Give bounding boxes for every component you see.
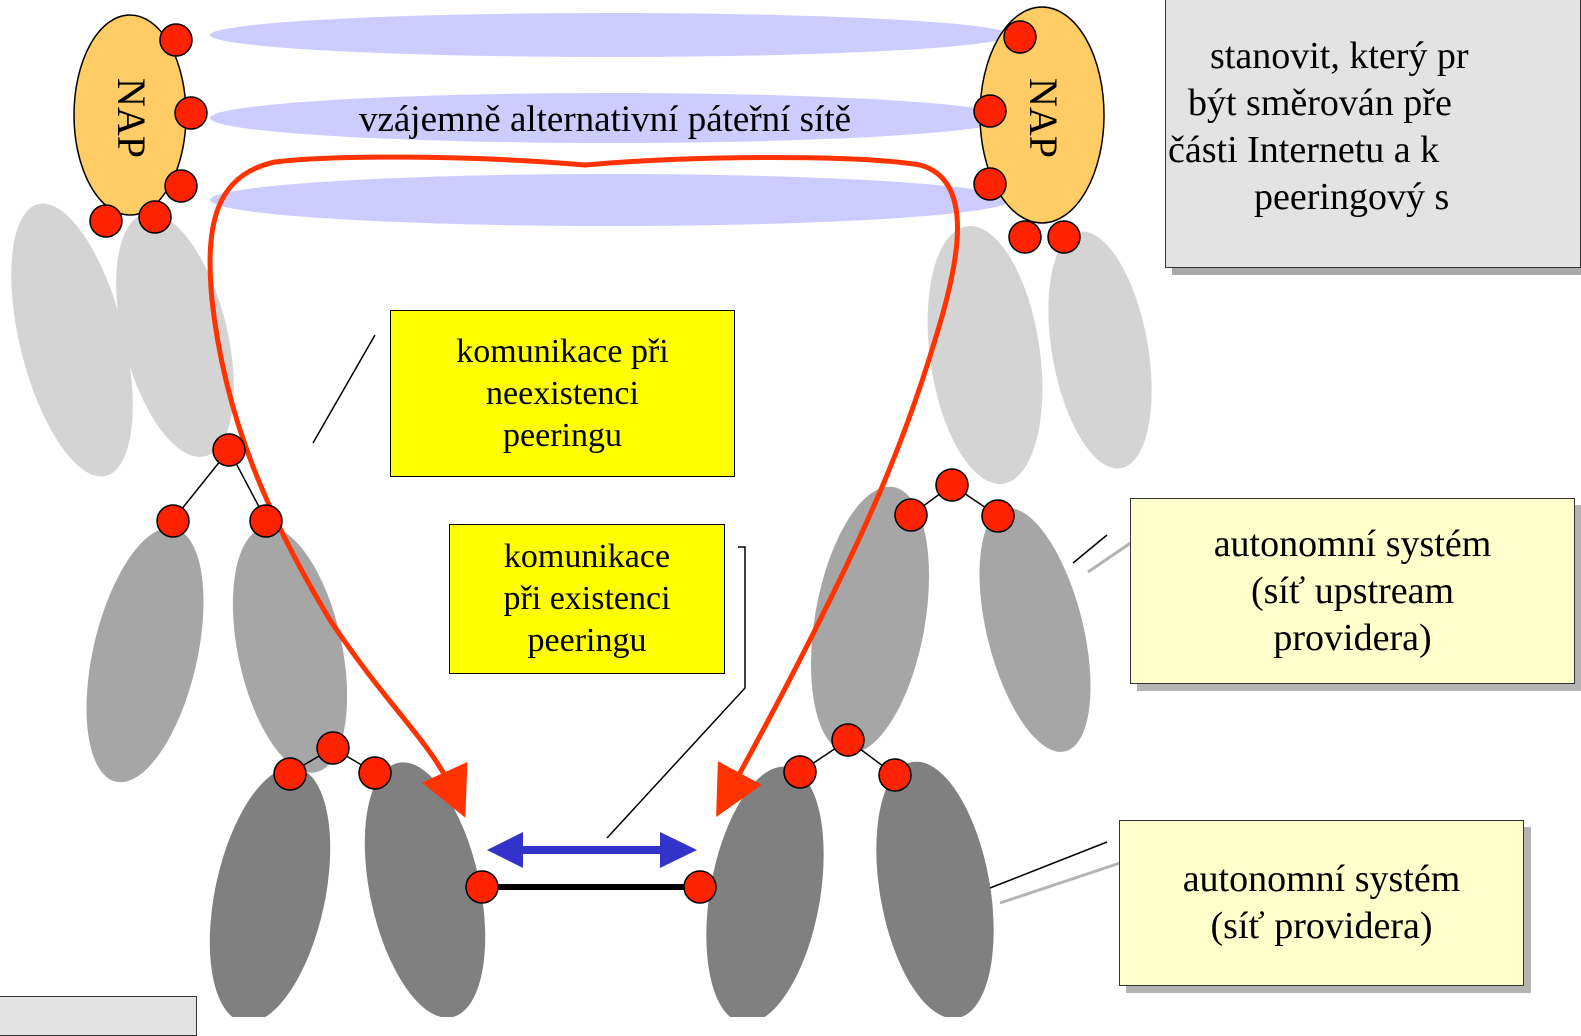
router-node: [879, 759, 911, 791]
nap-right-label: NAP: [1021, 78, 1066, 158]
clouds-upper-right: [912, 219, 1168, 492]
router-node: [1004, 21, 1036, 53]
cloud-dark-1: [189, 756, 351, 1017]
clouds-bottom-left: [189, 751, 506, 1017]
router-node: [90, 205, 122, 237]
backbone-band-bottom: [210, 174, 1010, 226]
router-node: [1048, 221, 1080, 253]
router-node: [139, 201, 171, 233]
note-line-1: stanovit, který pr: [1210, 33, 1469, 80]
cloud-mid-4: [958, 497, 1112, 763]
router-node: [213, 434, 245, 466]
cloud-light-3: [912, 219, 1057, 492]
router-node: [974, 168, 1006, 200]
label-provider-as: autonomní systém (síť providera): [1119, 820, 1524, 986]
router-node: [466, 871, 498, 903]
note-line-2: být směrován pře: [1188, 80, 1452, 127]
router-node: [895, 499, 927, 531]
label-no-peering-line-2: neexistenci: [486, 373, 639, 415]
router-node: [165, 170, 197, 202]
note-line-3: části Internetu a k: [1168, 127, 1439, 174]
label-upstream-as: autonomní systém (síť upstream providera…: [1130, 498, 1575, 684]
router-node: [974, 95, 1006, 127]
leader-no-peering: [313, 335, 375, 443]
router-node: [157, 505, 189, 537]
peering-arrow-head-right: [660, 832, 697, 868]
leader-provider-shadow: [1000, 858, 1135, 903]
bottom-left-box-edge: [0, 996, 197, 1036]
peering-arrow: [487, 832, 697, 868]
label-upstream-line-2: (síť upstream: [1251, 568, 1454, 615]
cloud-light-4: [1032, 223, 1168, 476]
peering-arrow-head-left: [487, 832, 523, 868]
cloud-mid-1: [65, 517, 225, 794]
leader-provider: [990, 842, 1107, 888]
leader-upstream: [1073, 535, 1107, 563]
label-no-peering-line-3: peeringu: [503, 415, 622, 457]
note-box: stanovit, který pr být směrován pře část…: [1165, 0, 1581, 268]
router-node: [274, 758, 306, 790]
router-node: [250, 505, 282, 537]
router-node: [160, 24, 192, 56]
router-node: [784, 756, 816, 788]
label-upstream-line-1: autonomní systém: [1214, 521, 1492, 568]
router-node: [359, 757, 391, 789]
note-line-4: peeringový s: [1254, 174, 1449, 221]
router-node: [936, 469, 968, 501]
cloud-dark-4: [858, 752, 1011, 1017]
router-node: [684, 871, 716, 903]
label-provider-line-1: autonomní systém: [1183, 856, 1461, 903]
backbone-band-top: [210, 13, 1010, 57]
clouds-bottom-right: [688, 752, 1011, 1017]
router-node: [982, 500, 1014, 532]
label-no-peering: komunikace při neexistenci peeringu: [390, 310, 735, 477]
label-with-peering-line-1: komunikace: [504, 536, 670, 578]
label-provider-line-2: (síť providera): [1211, 903, 1433, 950]
label-with-peering: komunikace při existenci peeringu: [449, 524, 725, 674]
nap-left-label: NAP: [109, 78, 154, 158]
label-with-peering-line-3: peeringu: [528, 620, 647, 662]
router-node: [1009, 221, 1041, 253]
label-upstream-line-3: providera): [1273, 615, 1431, 662]
label-no-peering-line-1: komunikace při: [456, 331, 668, 373]
backbone-label: vzájemně alternativní páteřní sítě: [359, 99, 851, 140]
router-node: [317, 732, 349, 764]
label-with-peering-line-2: při existenci: [503, 578, 670, 620]
peering-arrow-shaft: [515, 846, 665, 854]
router-node: [832, 724, 864, 756]
router-node: [175, 97, 207, 129]
clouds-middle-right: [792, 478, 1111, 763]
